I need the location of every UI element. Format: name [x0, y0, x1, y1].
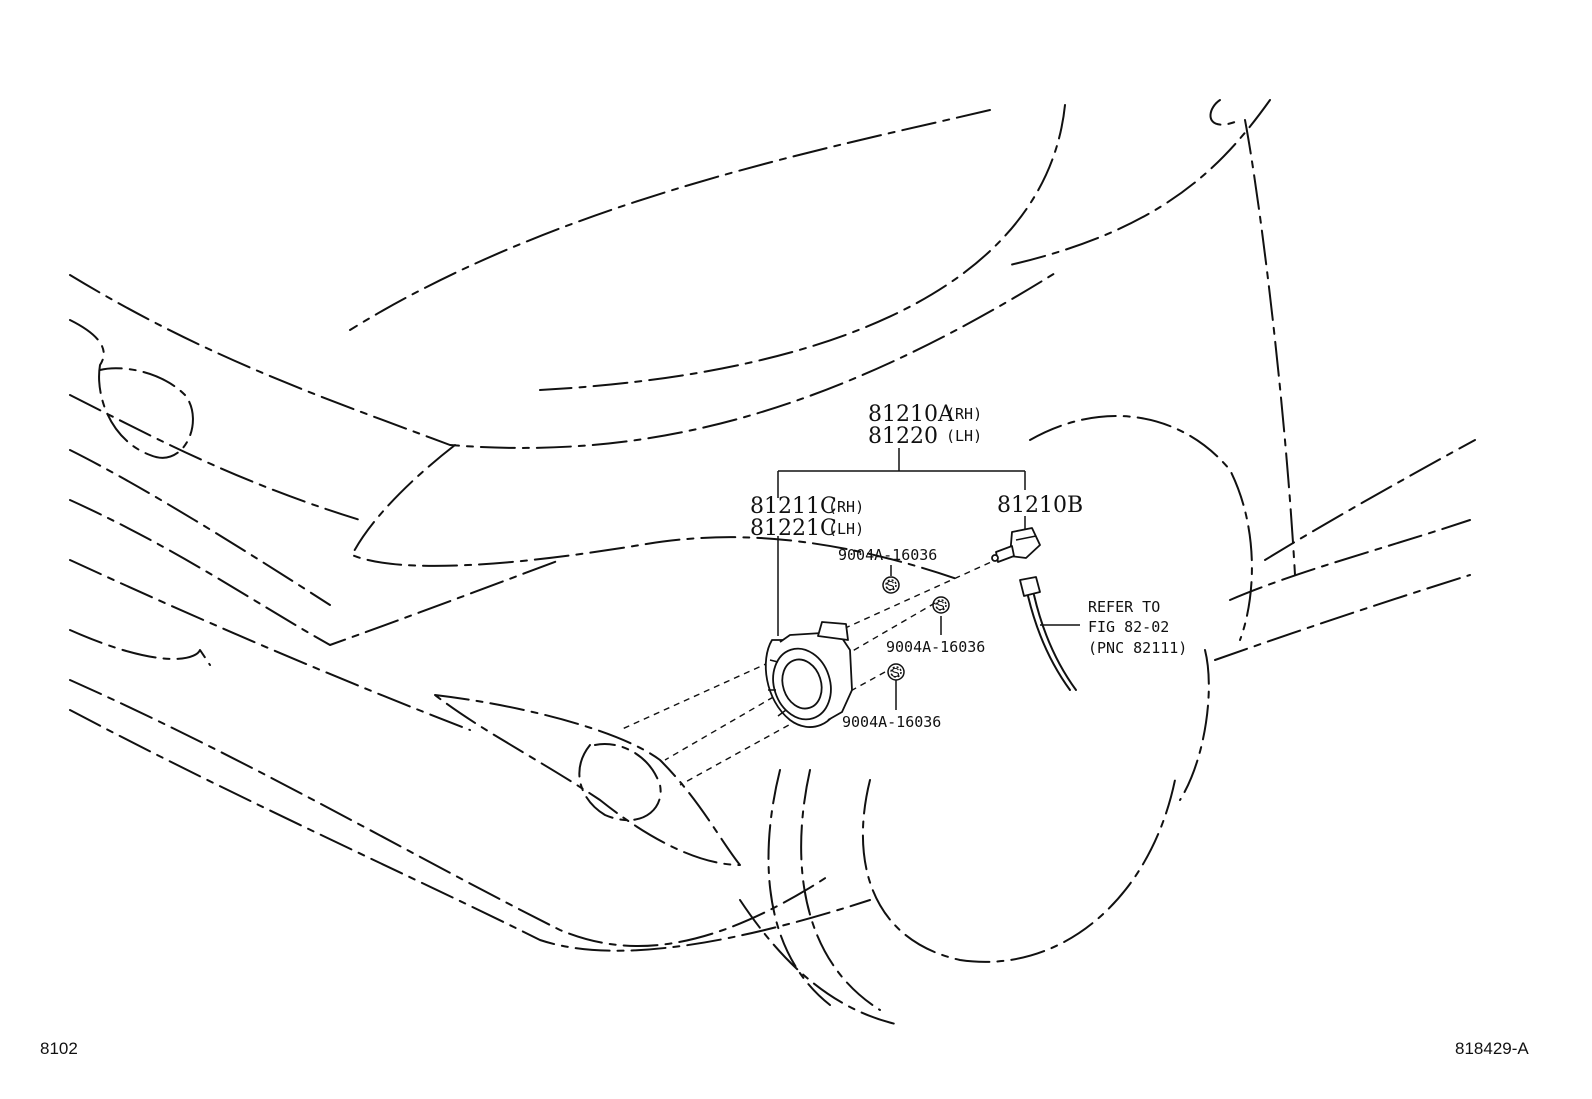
illustration-id: 818429-A — [1455, 1039, 1529, 1058]
screw-upper[interactable]: S — [882, 576, 900, 594]
reference-note: REFER TO FIG 82-02 (PNC 82111) — [1088, 598, 1187, 657]
wiring-connector[interactable] — [1019, 576, 1077, 691]
fog-lamp-bulb[interactable] — [991, 527, 1041, 563]
svg-text:S: S — [936, 598, 945, 613]
screw-part-number-upper: 9004A-16036 — [838, 546, 937, 564]
side-lh: (LH) — [828, 520, 864, 538]
side-rh: (RH) — [946, 405, 982, 423]
pnc-reference: (PNC 82111) — [1088, 639, 1187, 657]
leader-lines — [777, 448, 1080, 710]
fog-lamp-housing[interactable] — [764, 621, 853, 728]
screw-part-number-middle: 9004A-16036 — [886, 638, 985, 656]
figure-number: 8102 — [40, 1039, 78, 1058]
screw-part-number-lower: 9004A-16036 — [842, 713, 941, 731]
svg-text:S: S — [891, 665, 900, 680]
refer-to-line: REFER TO — [1088, 598, 1160, 616]
screw-middle[interactable]: S — [932, 596, 950, 614]
part-number-81211C: 81211C — [750, 494, 837, 519]
part-number-81221C: 81221C — [750, 516, 837, 541]
label-lamp-unit: 81211C (RH) 81221C (LH) — [750, 494, 864, 541]
label-assembly: 81210A (RH) 81220 (LH) — [868, 402, 982, 449]
screw-lower[interactable]: S — [887, 663, 905, 681]
vehicle-outline — [69, 99, 1476, 1026]
figure-reference: FIG 82-02 — [1088, 618, 1169, 636]
part-number-81220: 81220 — [868, 424, 938, 449]
svg-text:S: S — [886, 578, 895, 593]
part-number-81210A: 81210A — [868, 402, 955, 427]
part-number-81210B: 81210B — [997, 493, 1083, 518]
side-lh: (LH) — [946, 427, 982, 445]
side-rh: (RH) — [828, 498, 864, 516]
